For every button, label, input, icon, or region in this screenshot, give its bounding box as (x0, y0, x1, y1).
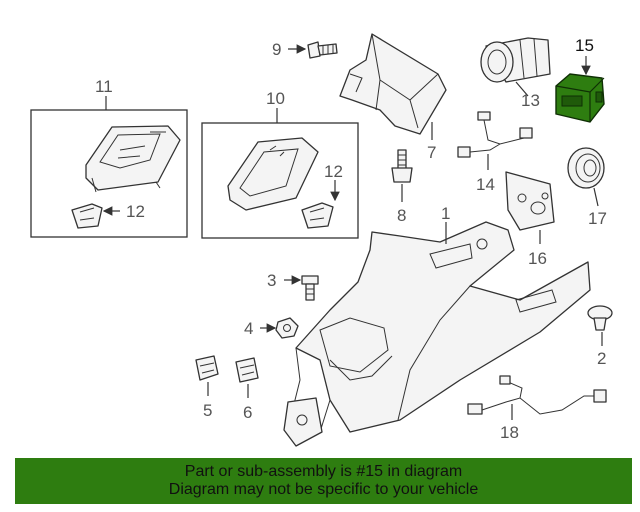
part-2-push-clip (587, 305, 613, 331)
callout-9: 9 (272, 40, 281, 59)
part-1-center-console (289, 221, 591, 441)
callout-13: 13 (521, 91, 540, 110)
callout-8: 8 (397, 206, 406, 225)
part-1-lower-bracket (283, 397, 323, 447)
part-5-clip (195, 355, 219, 381)
part-6-clip (235, 357, 259, 383)
banner-line-2: Diagram may not be specific to your vehi… (168, 481, 479, 498)
part-17-trim-ring (567, 147, 605, 189)
callout-14: 14 (476, 175, 495, 194)
callout-17: 17 (588, 209, 607, 228)
callout-7: 7 (427, 143, 436, 162)
callout-4: 4 (244, 319, 253, 338)
part-12-clip-right (301, 202, 334, 229)
callout-18: 18 (500, 423, 519, 442)
part-16-switch-panel (505, 171, 555, 231)
callout-2: 2 (597, 349, 606, 368)
highlight-banner: Part or sub-assembly is #15 in diagram D… (15, 458, 632, 504)
part-10-box (201, 122, 359, 239)
callout-1: 1 (441, 204, 450, 223)
part-7-bracket (339, 33, 447, 135)
part-12-clip-left (71, 203, 103, 229)
callout-3: 3 (267, 271, 276, 290)
callout-5: 5 (203, 401, 212, 420)
callout-12-right: 12 (324, 162, 343, 181)
part-8-screw (391, 149, 413, 183)
part-4-nut (275, 317, 299, 339)
part-18-wire-harness (467, 375, 607, 415)
part-10-shift-boot-trim (227, 137, 319, 211)
part-3-screw (301, 275, 319, 301)
part-13-power-outlet (480, 37, 551, 83)
callout-10: 10 (266, 89, 285, 108)
callout-6: 6 (243, 403, 252, 422)
callout-12-left: 12 (126, 202, 145, 221)
callout-11: 11 (95, 77, 113, 96)
banner-line-1: Part or sub-assembly is #15 in diagram (184, 463, 463, 480)
part-15-usb-module-highlighted (555, 73, 605, 123)
callout-15: 15 (575, 36, 594, 55)
part-11-shift-bezel (85, 125, 181, 193)
callout-16: 16 (528, 249, 547, 268)
part-14-wire-harness (457, 111, 533, 158)
part-9-bolt (307, 41, 338, 59)
part-11-box (30, 109, 188, 238)
